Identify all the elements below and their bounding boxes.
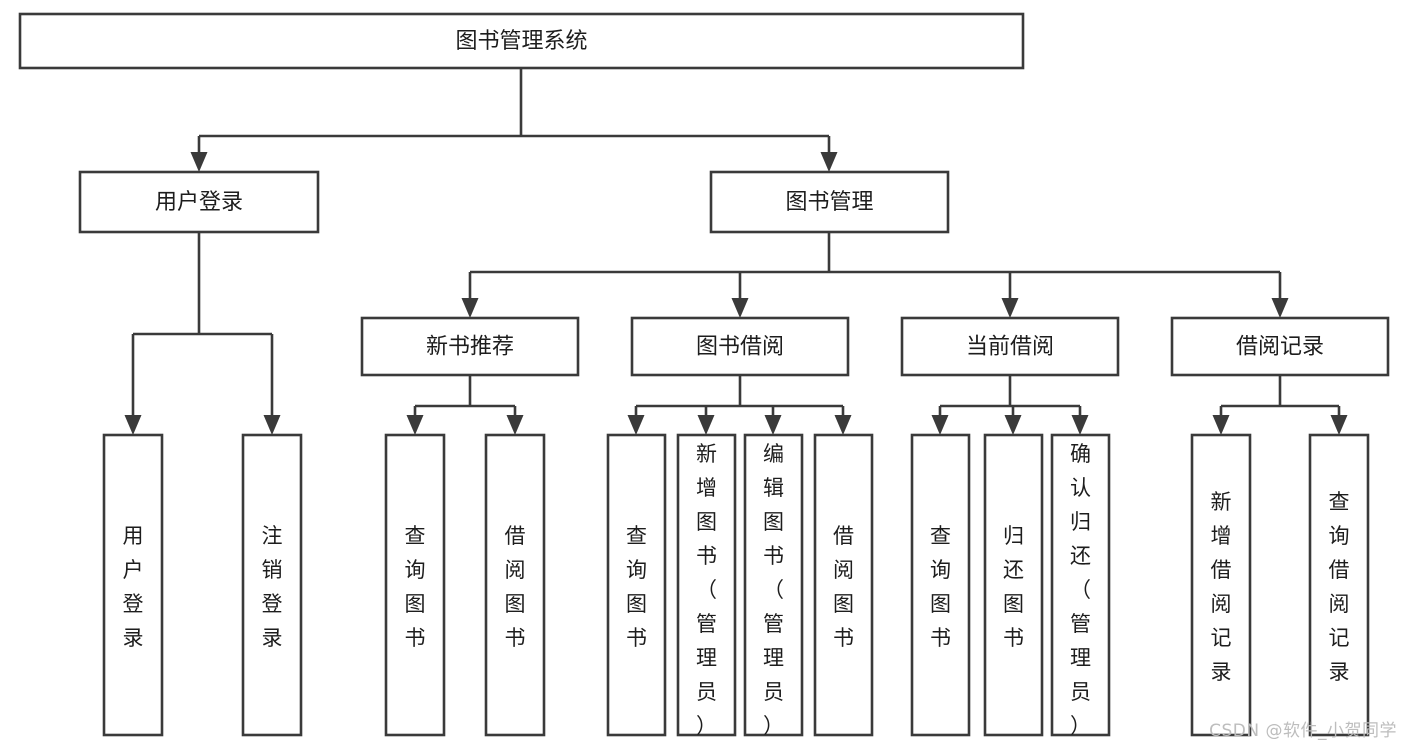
node-book-borrow[interactable]: 图书借阅: [630, 316, 850, 377]
connector-record-to-leaves: [1219, 375, 1341, 416]
arrow-head-icon: [627, 415, 645, 435]
arrow-head-icon: [764, 415, 782, 435]
node-leaf-edit-book[interactable]: 编辑图书（管理员）: [743, 433, 804, 738]
node-box[interactable]: [1170, 316, 1390, 377]
arrow-head-icon: [263, 415, 281, 435]
node-box[interactable]: [743, 433, 804, 737]
node-user-login[interactable]: 用户登录: [78, 170, 320, 234]
node-label: 图书管理: [785, 190, 873, 215]
node-leaf-query-record[interactable]: 查询借阅记录: [1308, 433, 1370, 737]
nodes-layer: 图书管理系统用户登录图书管理新书推荐图书借阅当前借阅借阅记录用户登录注销登录查询…: [18, 12, 1390, 738]
node-leaf-borrow-book-1[interactable]: 借阅图书: [484, 433, 546, 737]
node-label: 当前借阅: [966, 335, 1054, 360]
arrow-head-icon: [697, 415, 715, 435]
node-label: 借阅记录: [1236, 335, 1324, 360]
node-box[interactable]: [241, 433, 303, 737]
arrow-head-icon: [461, 298, 479, 318]
node-box[interactable]: [709, 170, 950, 234]
node-leaf-user-logout[interactable]: 注销登录: [241, 433, 303, 737]
node-box[interactable]: [630, 316, 850, 377]
node-box[interactable]: [900, 316, 1120, 377]
node-label: 图书借阅: [696, 335, 784, 360]
arrow-head-icon: [1001, 298, 1019, 318]
node-leaf-add-book[interactable]: 新增图书（管理员）: [676, 433, 737, 738]
node-leaf-query-book-2[interactable]: 查询图书: [606, 433, 667, 737]
node-box[interactable]: [606, 433, 667, 737]
node-box[interactable]: [360, 316, 580, 377]
node-box[interactable]: [983, 433, 1044, 737]
node-label: 用户登录: [155, 190, 243, 215]
arrow-head-icon: [190, 152, 208, 172]
arrow-head-icon: [1212, 415, 1230, 435]
node-leaf-confirm-return[interactable]: 确认归还（管理员）: [1050, 433, 1111, 738]
node-box[interactable]: [484, 433, 546, 737]
node-label: 查询借阅记录: [1329, 490, 1350, 684]
node-leaf-query-book-3[interactable]: 查询图书: [910, 433, 971, 737]
node-label: 借阅图书: [505, 524, 526, 650]
arrow-head-icon: [506, 415, 524, 435]
node-box[interactable]: [676, 433, 737, 737]
arrow-head-icon: [124, 415, 142, 435]
arrow-head-icon: [1271, 298, 1289, 318]
node-box[interactable]: [18, 12, 1025, 70]
node-label: 归还图书: [1003, 524, 1024, 650]
node-new-book-recommend[interactable]: 新书推荐: [360, 316, 580, 377]
node-label: 图书管理系统: [455, 29, 587, 54]
node-label: 新书推荐: [426, 335, 514, 360]
node-label: 查询图书: [405, 524, 426, 650]
arrow-head-icon: [820, 152, 838, 172]
node-box[interactable]: [1308, 433, 1370, 737]
node-label: 编辑图书（管理员）: [763, 442, 784, 738]
node-box[interactable]: [1190, 433, 1252, 737]
node-label: 注销登录: [262, 524, 283, 650]
arrow-head-icon: [406, 415, 424, 435]
node-leaf-user-login[interactable]: 用户登录: [102, 433, 164, 737]
connector-borrow-to-leaves: [634, 375, 845, 416]
node-box[interactable]: [910, 433, 971, 737]
node-box[interactable]: [813, 433, 874, 737]
node-leaf-borrow-book-2[interactable]: 借阅图书: [813, 433, 874, 737]
node-current-borrow[interactable]: 当前借阅: [900, 316, 1120, 377]
node-label: 新增借阅记录: [1211, 490, 1232, 684]
node-borrow-record[interactable]: 借阅记录: [1170, 316, 1390, 377]
node-label: 用户登录: [123, 524, 144, 650]
arrow-head-icon: [731, 298, 749, 318]
node-label: 查询图书: [626, 524, 647, 650]
node-root[interactable]: 图书管理系统: [18, 12, 1025, 70]
node-leaf-return-book[interactable]: 归还图书: [983, 433, 1044, 737]
node-box[interactable]: [78, 170, 320, 234]
connector-current-to-leaves: [938, 375, 1082, 416]
node-label: 新增图书（管理员）: [696, 442, 717, 738]
node-leaf-query-book-1[interactable]: 查询图书: [384, 433, 446, 737]
node-box[interactable]: [1050, 433, 1111, 737]
node-label: 查询图书: [930, 524, 951, 650]
node-leaf-add-record[interactable]: 新增借阅记录: [1190, 433, 1252, 737]
arrow-head-icon: [1330, 415, 1348, 435]
arrow-head-icon: [834, 415, 852, 435]
node-box[interactable]: [102, 433, 164, 737]
edges-layer: [124, 68, 1348, 435]
connector-root-to-level2: [197, 68, 831, 153]
arrow-head-icon: [931, 415, 949, 435]
node-book-manage[interactable]: 图书管理: [709, 170, 950, 234]
node-label: 确认归还（管理员）: [1070, 442, 1091, 738]
node-label: 借阅图书: [833, 524, 854, 650]
node-box[interactable]: [384, 433, 446, 737]
connector-user-login-to-leaves: [131, 232, 274, 416]
arrow-head-icon: [1004, 415, 1022, 435]
arrow-head-icon: [1071, 415, 1089, 435]
connector-recommend-to-leaves: [413, 375, 517, 416]
connector-book-manage-to-level3: [468, 232, 1282, 299]
